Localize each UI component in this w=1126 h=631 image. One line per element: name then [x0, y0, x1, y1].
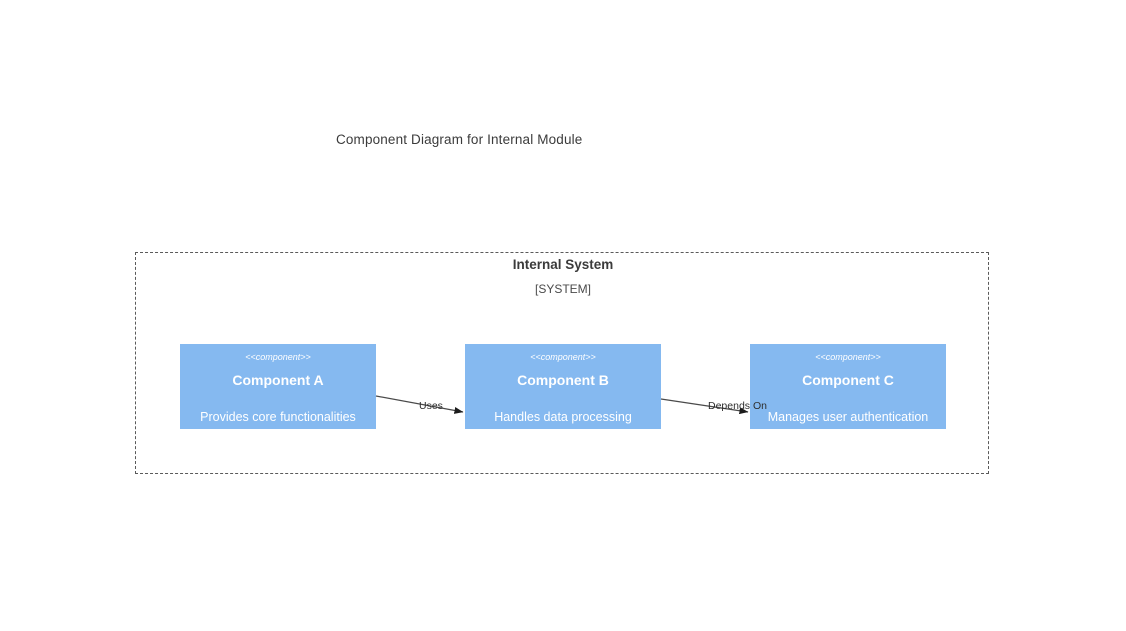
component-node-b[interactable]: <<component>> Component B Handles data p…	[465, 344, 661, 429]
component-description: Handles data processing	[494, 410, 632, 424]
connector-label-uses: Uses	[419, 400, 443, 412]
component-node-a[interactable]: <<component>> Component A Provides core …	[180, 344, 376, 429]
page-title: Component Diagram for Internal Module	[336, 132, 583, 147]
component-name: Component B	[517, 372, 609, 388]
connector-label-depends-on: Depends On	[708, 400, 767, 412]
component-stereotype: <<component>>	[245, 352, 311, 362]
component-stereotype: <<component>>	[815, 352, 881, 362]
component-stereotype: <<component>>	[530, 352, 596, 362]
component-name: Component A	[232, 372, 324, 388]
system-boundary: Internal System [SYSTEM]	[135, 252, 989, 474]
component-description: Provides core functionalities	[200, 410, 356, 424]
component-name: Component C	[802, 372, 894, 388]
component-description: Manages user authentication	[767, 410, 929, 424]
component-node-c[interactable]: <<component>> Component C Manages user a…	[750, 344, 946, 429]
system-boundary-title: Internal System	[512, 257, 614, 272]
system-boundary-subtitle: [SYSTEM]	[534, 282, 591, 296]
